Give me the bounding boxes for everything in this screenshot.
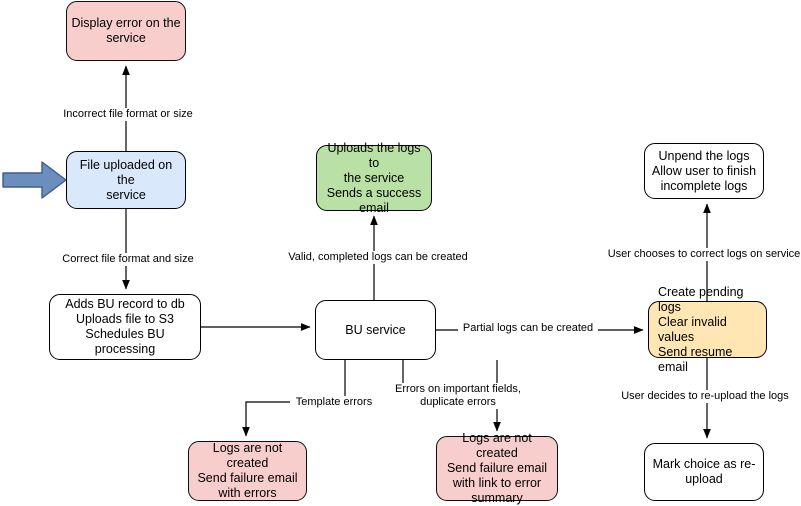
edge-label-valid-completed-logs: Valid, completed logs can be created bbox=[281, 251, 475, 264]
node-adds-bu-record[interactable]: Adds BU record to db Uploads file to S3 … bbox=[49, 294, 201, 360]
edge-label-template-errors: Template errors bbox=[290, 396, 378, 409]
edge-label-errors-important: Errors on important fields, duplicate er… bbox=[391, 383, 525, 409]
edge-label-user-reuploads: User decides to re-upload the logs bbox=[617, 390, 793, 403]
node-logs-not-created-2[interactable]: Logs are not created Send failure email … bbox=[436, 431, 558, 505]
node-unpend-logs[interactable]: Unpend the logs Allow user to finish inc… bbox=[644, 143, 764, 199]
node-logs-not-created-1[interactable]: Logs are not created Send failure email … bbox=[188, 441, 307, 501]
node-uploads-logs[interactable]: Uploads the logs to the service Sends a … bbox=[316, 141, 432, 215]
edge-label-correct-format: Correct file format and size bbox=[57, 253, 199, 266]
node-bu-service[interactable]: BU service bbox=[315, 300, 436, 360]
node-create-pending-logs[interactable]: Create pending logs Clear invalid values… bbox=[648, 285, 767, 374]
edge-label-partial-logs: Partial logs can be created bbox=[458, 322, 598, 335]
edge-label-incorrect-format: Incorrect file format or size bbox=[57, 108, 199, 121]
node-file-uploaded[interactable]: File uploaded on the service bbox=[66, 151, 186, 209]
node-display-error[interactable]: Display error on the service bbox=[66, 1, 186, 61]
entry-arrow-icon bbox=[2, 161, 67, 199]
node-mark-choice[interactable]: Mark choice as re- upload bbox=[644, 443, 764, 501]
edge-label-user-corrects-logs: User chooses to correct logs on service bbox=[604, 248, 801, 261]
